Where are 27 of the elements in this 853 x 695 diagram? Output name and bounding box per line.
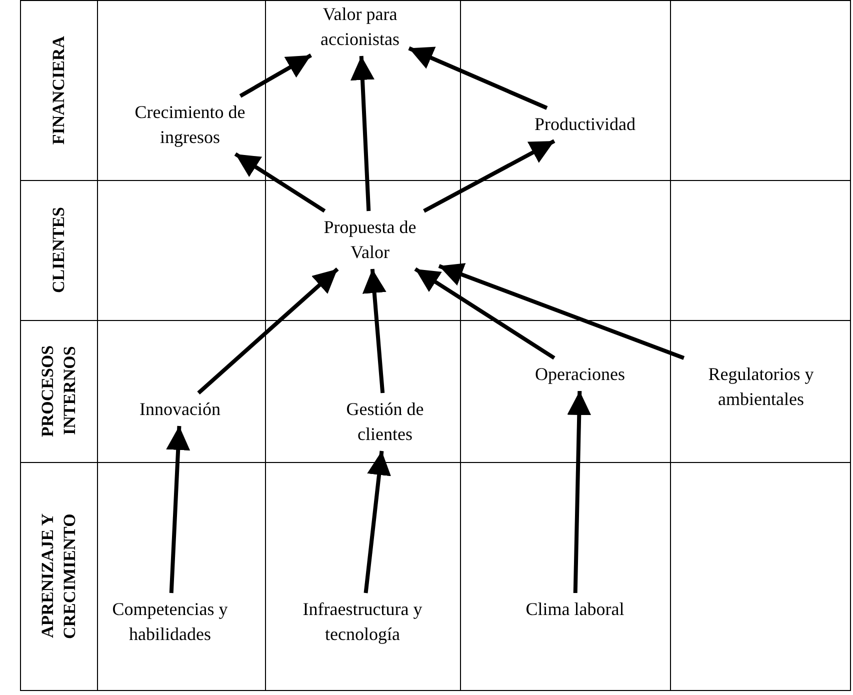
- row-header: FINANCIERA: [48, 36, 68, 144]
- node-label: Valor para accionistas: [320, 3, 400, 51]
- arrow: [364, 450, 391, 594]
- node-label: Operaciones: [535, 363, 625, 386]
- row-header: CLIENTES: [48, 207, 68, 293]
- arrow: [414, 267, 556, 360]
- node-label: Regulatorios y ambientales: [707, 363, 815, 411]
- arrow: [239, 54, 312, 98]
- arrow: [408, 46, 548, 110]
- arrow: [234, 152, 326, 213]
- node-label: Innovación: [140, 398, 220, 421]
- row-header: PROCESOS INTERNOS: [36, 344, 80, 439]
- arrow: [166, 426, 190, 594]
- node-label: Infraestructura y tecnología: [302, 598, 424, 646]
- arrow: [567, 390, 592, 594]
- node-label: Propuesta de Valor: [322, 216, 418, 264]
- arrow: [423, 139, 556, 213]
- arrow: [350, 56, 374, 212]
- arrow: [197, 268, 339, 394]
- node-label: Productividad: [534, 113, 636, 136]
- node-label: Clima laboral: [526, 598, 624, 621]
- arrow: [362, 268, 386, 394]
- node-label: Crecimiento de ingresos: [134, 101, 246, 149]
- row-header: APRENIZAJE Y CRECIMIENTO: [36, 512, 80, 641]
- node-label: Competencias y habilidades: [111, 598, 229, 646]
- node-label: Gestión de clientes: [345, 398, 425, 446]
- arrow: [438, 263, 685, 360]
